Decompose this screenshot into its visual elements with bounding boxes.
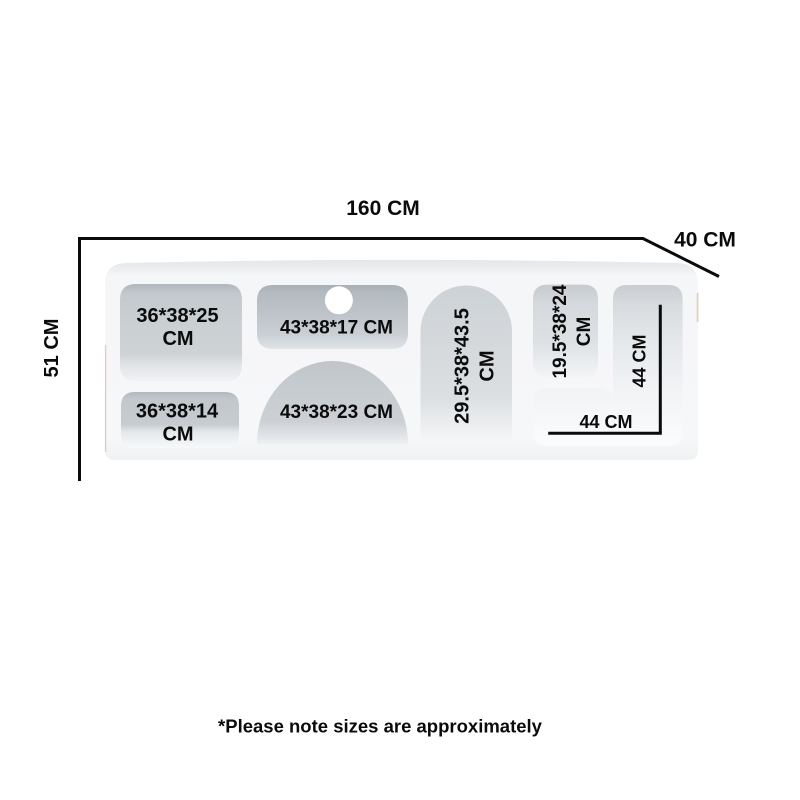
svg-text:40 CM: 40 CM [674,229,736,252]
svg-text:CM: CM [477,350,499,381]
svg-text:43*38*17 CM: 43*38*17 CM [280,318,393,339]
svg-text:29.5*38*43.5: 29.5*38*43.5 [452,308,474,424]
svg-text:44 CM: 44 CM [579,412,632,432]
svg-text:CM: CM [162,424,193,446]
svg-text:44 CM: 44 CM [629,334,649,387]
svg-text:CM: CM [574,317,595,347]
svg-text:*Please note sizes are approxi: *Please note sizes are approximately [218,716,543,737]
svg-text:19.5*38*24: 19.5*38*24 [550,284,571,378]
svg-text:51 CM: 51 CM [41,319,63,378]
svg-text:36*38*14: 36*38*14 [136,401,219,423]
svg-text:43*38*23 CM: 43*38*23 CM [280,402,393,423]
svg-text:160 CM: 160 CM [346,197,420,220]
svg-text:36*38*25: 36*38*25 [136,305,218,327]
svg-text:CM: CM [162,328,193,350]
